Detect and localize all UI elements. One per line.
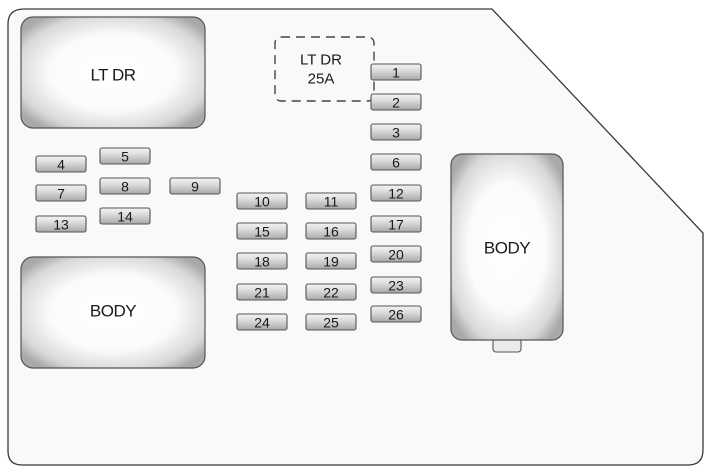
- fuse-label: 15: [254, 224, 270, 240]
- fuse-5: 5: [99, 147, 151, 165]
- fuse-body: [35, 155, 87, 173]
- fuse-label: 12: [388, 186, 404, 202]
- fuse-body: [305, 283, 357, 301]
- fuse-body: [370, 93, 422, 111]
- fuse-label: 10: [254, 194, 270, 210]
- fuse-body: [370, 123, 422, 141]
- fuse-25: 25: [305, 313, 357, 331]
- fuse-body: [370, 305, 422, 323]
- fuse-label: 1: [392, 65, 400, 81]
- fuse-label: 26: [388, 307, 404, 323]
- fuse-body: [236, 313, 288, 331]
- fuse-4: 4: [35, 155, 87, 173]
- fuse-label: 3: [392, 125, 400, 141]
- fuse-body: [370, 153, 422, 171]
- fuse-label: 18: [254, 254, 270, 270]
- fuse-label: 14: [117, 209, 133, 225]
- fuse-label: 20: [388, 247, 404, 263]
- fuse-body: [99, 177, 151, 195]
- relay-label: LT DR: [90, 66, 135, 85]
- fuse-body: [35, 215, 87, 233]
- spare-label-line1: LT DR: [300, 52, 342, 69]
- fuse-20: 20: [370, 245, 422, 263]
- fuse-body: [305, 252, 357, 270]
- fuse-label: 25: [323, 315, 339, 331]
- fuse-13: 13: [35, 215, 87, 233]
- fuse-7: 7: [35, 184, 87, 202]
- fuse-1: 1: [370, 63, 422, 81]
- fuse-24: 24: [236, 313, 288, 331]
- fuse-10: 10: [236, 192, 288, 210]
- relay-lt-dr: LT DR: [20, 16, 206, 129]
- relay-label: BODY: [90, 302, 136, 321]
- fuse-body: [370, 215, 422, 233]
- fuse-14: 14: [99, 207, 151, 225]
- fuse-label: 21: [254, 285, 270, 301]
- fuse-label: 8: [121, 179, 129, 195]
- fuse-18: 18: [236, 252, 288, 270]
- relay-label: BODY: [484, 239, 530, 258]
- spare-label-line2: 25A: [308, 71, 335, 88]
- fuse-16: 16: [305, 222, 357, 240]
- fuse-body: [236, 222, 288, 240]
- fuse-label: 22: [323, 285, 339, 301]
- fuse-label: 23: [388, 278, 404, 294]
- fuse-body: [236, 252, 288, 270]
- fuse-body: [370, 63, 422, 81]
- fuse-label: 2: [392, 95, 400, 111]
- fuse-body: [305, 222, 357, 240]
- fuse-body: [370, 245, 422, 263]
- fuse-body: [370, 184, 422, 202]
- fuse-body: [236, 192, 288, 210]
- relay-body-left: BODY: [20, 256, 206, 369]
- fuse-label: 19: [323, 254, 339, 270]
- fuse-17: 17: [370, 215, 422, 233]
- fuse-body: [169, 177, 221, 195]
- fuse-6: 6: [370, 153, 422, 171]
- fuse-label: 24: [254, 315, 270, 331]
- fuse-body: [35, 184, 87, 202]
- fuse-9: 9: [169, 177, 221, 195]
- fuse-19: 19: [305, 252, 357, 270]
- fuse-label: 17: [388, 217, 404, 233]
- fuse-body: [305, 313, 357, 331]
- fuse-12: 12: [370, 184, 422, 202]
- fuse-body: [236, 283, 288, 301]
- relay-body-right: BODY: [450, 153, 564, 353]
- fuse-15: 15: [236, 222, 288, 240]
- fuse-label: 7: [57, 186, 65, 202]
- fuse-label: 13: [53, 217, 69, 233]
- fuse-11: 11: [305, 192, 357, 210]
- fuse-3: 3: [370, 123, 422, 141]
- fuse-22: 22: [305, 283, 357, 301]
- fuse-23: 23: [370, 276, 422, 294]
- fuse-body: [305, 192, 357, 210]
- fuse-label: 6: [392, 155, 400, 171]
- fuse-body: [370, 276, 422, 294]
- fuse-label: 4: [57, 157, 65, 173]
- fuse-label: 5: [121, 149, 129, 165]
- fuse-body: [99, 147, 151, 165]
- fuse-26: 26: [370, 305, 422, 323]
- fuse-label: 11: [324, 194, 339, 210]
- fuse-21: 21: [236, 283, 288, 301]
- fuse-label: 16: [323, 224, 339, 240]
- fuse-8: 8: [99, 177, 151, 195]
- fuse-2: 2: [370, 93, 422, 111]
- fuse-label: 9: [191, 179, 199, 195]
- fuse-body: [99, 207, 151, 225]
